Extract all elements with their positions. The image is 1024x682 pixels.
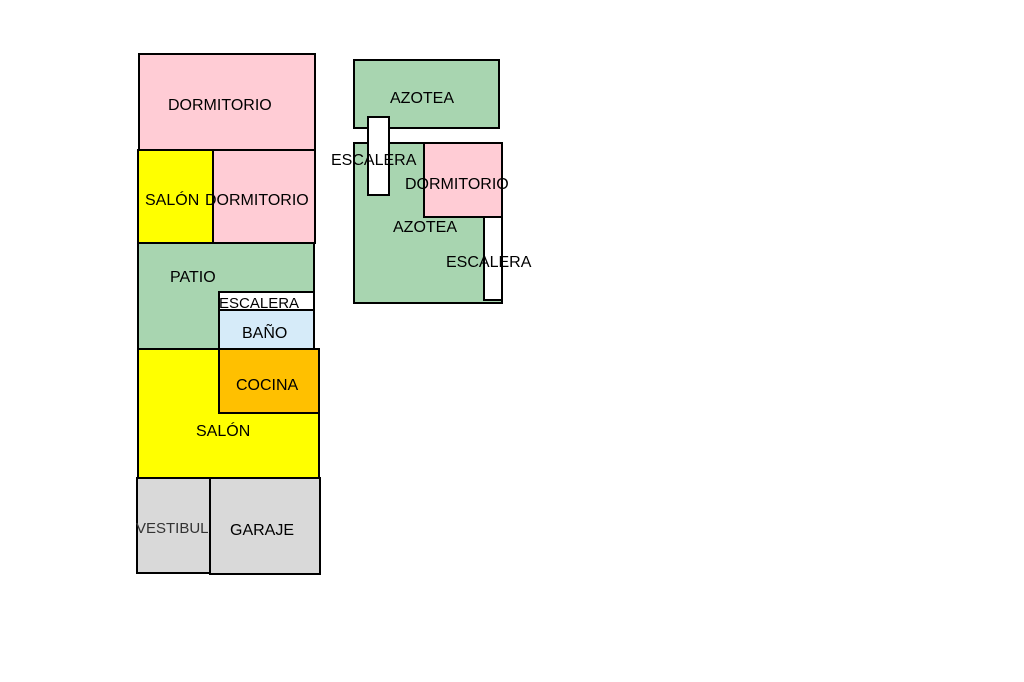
label-azotea-main: AZOTEA [393,219,458,236]
label-salon-small: SALÓN [145,192,200,209]
label-dormitorio-top: DORMITORIO [168,97,272,114]
room-garaje [209,477,321,575]
room-cocina [218,348,320,414]
room-escalera-right-b [483,216,503,301]
room-salon-small [137,149,214,244]
label-escalera-left-plan: ESCALERA [219,295,300,312]
room-dormitorio-top [138,53,316,151]
label-escalera-right-a: ESCALERA [331,152,417,169]
room-escalera-right-a [367,116,390,196]
label-dormitorio-mid: DORMITORIO [205,192,309,209]
label-bano: BAÑO [242,325,288,342]
label-dormitorio-right: DORMITORIO [405,176,509,193]
room-vestibulo [136,477,212,574]
label-azotea-top: AZOTEA [390,90,455,107]
label-escalera-right-b: ESCALERA [446,254,532,271]
label-cocina: COCINA [236,377,299,394]
label-patio: PATIO [170,269,216,286]
label-salon-big: SALÓN [196,423,251,440]
label-vestibulo: VESTIBUL [136,520,209,537]
room-dormitorio-right [423,142,503,218]
label-garaje: GARAJE [230,522,295,539]
